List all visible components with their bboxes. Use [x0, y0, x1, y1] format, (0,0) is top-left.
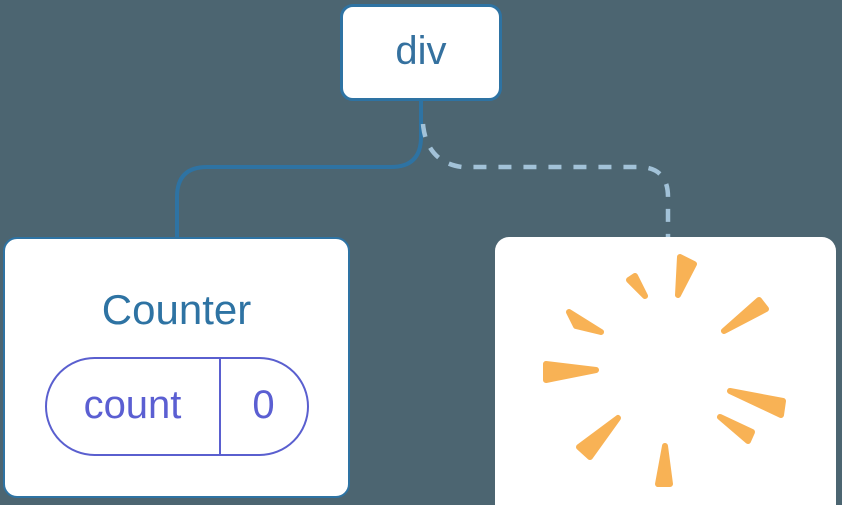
- root-node-div: div: [340, 4, 502, 101]
- destroyed-component-card: [495, 237, 836, 505]
- state-value-label: 0: [252, 382, 275, 427]
- solid-connector-line: [175, 98, 423, 240]
- counter-component-card: Counter count 0: [3, 237, 350, 498]
- root-node-label: div: [395, 28, 447, 73]
- state-key-cell: count: [47, 359, 221, 454]
- counter-card-title: Counter: [101, 286, 252, 333]
- dashed-connector-line: [420, 123, 671, 239]
- state-key-label: count: [83, 382, 182, 427]
- state-pill: count 0: [44, 357, 309, 456]
- poof-starburst-icon: [543, 254, 786, 487]
- state-value-cell: 0: [221, 359, 307, 454]
